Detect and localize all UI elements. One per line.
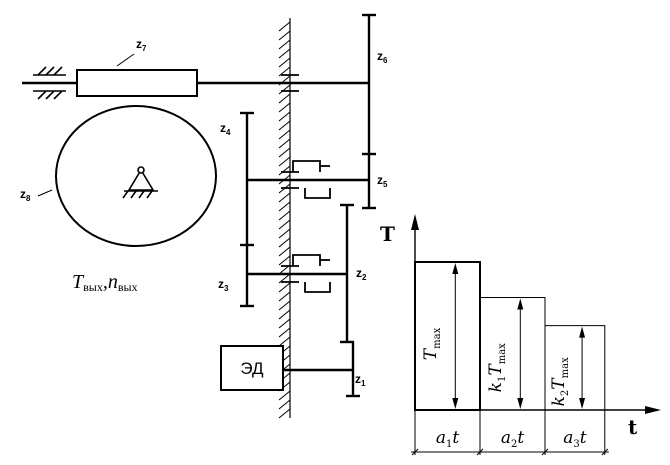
bar-label: k2Tmax: [549, 357, 571, 406]
output-label: Tвых,nвых: [72, 271, 138, 294]
wall-hatch-line: [278, 327, 291, 338]
interval-tick: [541, 448, 549, 456]
wall-hatch-line: [278, 30, 291, 41]
wall-hatch-line: [278, 75, 291, 86]
svg-text:z8: z8: [20, 187, 31, 203]
interval-tick: [601, 448, 609, 456]
wall-hatch-line: [278, 84, 291, 95]
wall-hatch-line: [278, 282, 291, 293]
dim-arrow-top: [517, 298, 524, 310]
wall-hatch-line: [278, 336, 291, 347]
wall-hatch-line: [278, 399, 291, 410]
worm-z7: [76, 69, 198, 97]
motor-label: ЭД: [240, 359, 264, 378]
interval-label: a2t: [501, 428, 525, 450]
bar-label: Tmax: [421, 327, 443, 360]
wall-hatch-line: [278, 273, 291, 284]
svg-text:z6: z6: [377, 49, 388, 65]
wheel-support-icon: [122, 166, 158, 199]
label-z2: z2: [356, 266, 367, 282]
wall-hatch-line: [278, 93, 291, 104]
wall-hatch-line: [278, 156, 291, 167]
interval-label: a3t: [563, 428, 587, 450]
z8-leader: [37, 189, 53, 197]
wall-hatch-line: [278, 120, 291, 131]
wall-hatch-line: [278, 57, 291, 68]
svg-text:z3: z3: [218, 277, 229, 293]
wall-hatch-line: [278, 138, 291, 149]
x-axis-label: t: [628, 415, 638, 439]
wall-hatch-line: [278, 102, 291, 113]
wall-hatch-line: [278, 408, 291, 419]
wall-hatch-line: [278, 48, 291, 59]
wall-hatch-line: [278, 291, 291, 302]
clutch-lower: [292, 254, 331, 293]
svg-text:z1: z1: [355, 372, 366, 388]
x-axis-arrow: [645, 406, 661, 414]
wall-hatch-line: [278, 237, 291, 248]
wall-hatch-line: [278, 228, 291, 239]
load-bar: [414, 261, 481, 411]
left-bearing-icon: [33, 66, 66, 100]
wall-hatch-line: [278, 246, 291, 257]
z7-leader: [116, 53, 135, 67]
label-z3: z3: [218, 277, 229, 293]
worm-wheel-z8: [55, 105, 217, 247]
y-axis-arrow: [411, 214, 419, 230]
dim-arrow-bottom: [579, 398, 586, 409]
interval-label: a1t: [436, 428, 460, 450]
svg-text:z2: z2: [356, 266, 367, 282]
wall-hatch-line: [278, 390, 291, 401]
wall-hatch-line: [278, 219, 291, 230]
svg-text:z5: z5: [377, 173, 388, 189]
wall-hatch-line: [278, 300, 291, 311]
label-z7: z7: [136, 37, 147, 53]
wall-hatch-line: [278, 39, 291, 50]
label-z6: z6: [377, 49, 388, 65]
wall-hatch-line: [278, 66, 291, 77]
wall-hatch-line: [278, 192, 291, 203]
gear-z6: [362, 13, 376, 156]
bar-label: k1Tmax: [486, 343, 508, 392]
gear-z3: [240, 245, 254, 308]
dim-arrow-bottom: [517, 398, 524, 409]
gear-z2: [340, 203, 354, 344]
wall-hatch-line: [278, 111, 291, 122]
svg-text:z4: z4: [220, 121, 231, 137]
wall-hatch-line: [278, 210, 291, 221]
wall-hatch-line: [278, 201, 291, 212]
dim-arrow-bottom: [452, 398, 459, 409]
gearbox-shafts: [247, 178, 370, 372]
clutch-upper: [292, 160, 331, 199]
wall-hatch-line: [278, 21, 291, 32]
interval-tick: [411, 448, 419, 456]
y-axis-label: T: [380, 222, 395, 246]
wall-hatch-line: [278, 129, 291, 140]
label-z1: z1: [355, 372, 366, 388]
interval-tick: [476, 448, 484, 456]
gear-z5: [362, 154, 376, 210]
label-z4: z4: [220, 121, 231, 137]
housing-wall-hatch: [278, 21, 291, 419]
label-z5: z5: [377, 173, 388, 189]
dim-arrow-top: [452, 263, 459, 274]
svg-text:Tвых,nвых: Tвых,nвых: [72, 271, 138, 294]
electric-motor: [220, 345, 284, 391]
svg-text:z7: z7: [136, 37, 147, 53]
gear-z1: [346, 342, 360, 398]
wall-bearings: [281, 74, 299, 283]
wall-hatch-line: [278, 147, 291, 158]
load-chart: Tt Tmax k1Tmax k2Tmax a1t a2t a3t: [380, 214, 661, 456]
wall-hatch-line: [278, 318, 291, 329]
wall-hatch-line: [278, 255, 291, 266]
load-bar: [544, 325, 606, 411]
wall-hatch-line: [278, 309, 291, 320]
wall-hatch-line: [278, 165, 291, 176]
label-z8: z8: [20, 187, 31, 203]
dim-arrow-top: [579, 326, 586, 338]
